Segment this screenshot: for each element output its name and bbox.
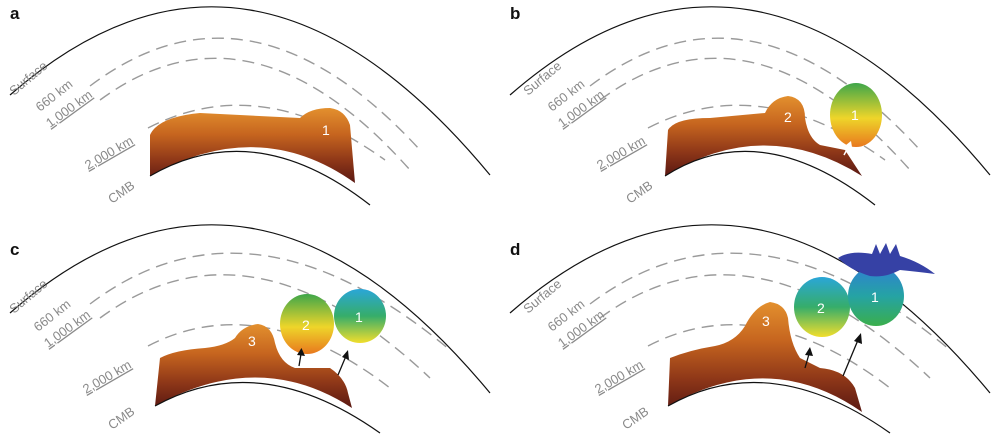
rise-arrowhead	[846, 141, 852, 147]
panel-a: a Surface 660 km 1,000 km 2,000 km CMB 1	[0, 0, 500, 218]
plume-number-1: 1	[355, 309, 363, 325]
surface-label: Surface	[6, 276, 50, 316]
panel-label: b	[510, 4, 521, 23]
core-mantle-boundary	[664, 150, 876, 206]
panel-label: c	[10, 240, 20, 259]
plume-number-1: 1	[871, 289, 879, 305]
panel-label: a	[10, 4, 20, 23]
core-mantle-boundary	[154, 382, 381, 434]
lower-mantle-pile	[665, 96, 862, 176]
plume-blob-2	[794, 277, 850, 337]
660km-dashed-line	[89, 252, 451, 351]
core-mantle-boundary	[667, 382, 891, 434]
2000km-label: 2,000 km	[80, 357, 134, 397]
plume-number-2: 2	[817, 300, 825, 316]
pile-number: 3	[762, 313, 770, 329]
rise-arrow-1	[804, 353, 810, 369]
panel-d: d Surface 660 km 1,000 km 2,000 km CMB 3…	[500, 218, 1000, 436]
panel-c: c Surface 660 km 1,000 km 2,000 km CMB 3…	[0, 218, 500, 436]
surface-label: Surface	[520, 276, 564, 316]
pile-number: 1	[322, 122, 330, 138]
lower-mantle-pile	[668, 302, 862, 412]
2000km-dashed-line	[147, 104, 386, 161]
plume-number-2: 2	[302, 317, 310, 333]
lower-mantle-pile	[150, 108, 355, 183]
core-mantle-boundary	[149, 150, 371, 206]
rise-arrowhead-2	[342, 350, 349, 360]
rise-arrowhead-1	[297, 348, 305, 356]
pile-number: 2	[784, 109, 792, 125]
1000km-dashed-line	[99, 57, 411, 171]
cmb-label: CMB	[619, 404, 651, 433]
2000km-label: 2,000 km	[592, 357, 646, 397]
plume-blob-1	[848, 266, 904, 326]
rise-arrowhead-1	[805, 347, 813, 356]
1000km-dashed-line	[99, 274, 431, 379]
2000km-label: 2,000 km	[82, 133, 136, 173]
2000km-label: 2,000 km	[594, 133, 648, 173]
earth-surface-line	[9, 6, 491, 176]
earth-surface-line	[509, 6, 991, 176]
plume-number: 1	[851, 107, 859, 123]
rise-arrow-2	[337, 355, 347, 376]
earth-surface-line	[9, 224, 491, 394]
cmb-label: CMB	[105, 178, 137, 207]
panel-b: b Surface 660 km 1,000 km 2,000 km CMB 2…	[500, 0, 1000, 218]
cmb-label: CMB	[105, 404, 137, 433]
subducting-plate	[838, 243, 935, 277]
surface-label: Surface	[6, 58, 50, 98]
lower-mantle-pile	[155, 324, 352, 408]
rise-arrow-2	[842, 339, 859, 377]
cmb-label: CMB	[623, 178, 655, 207]
pile-number: 3	[248, 333, 256, 349]
1000km-dashed-line	[599, 274, 931, 379]
rise-arrow-1	[298, 353, 302, 367]
plume-blob-2	[280, 294, 334, 354]
earth-surface-line	[509, 224, 991, 394]
plume-blob	[830, 83, 882, 147]
panel-label: d	[510, 240, 521, 259]
plume-blob-1	[334, 289, 386, 343]
rise-arrowhead-2	[854, 333, 862, 344]
660km-dashed-line	[89, 37, 421, 151]
